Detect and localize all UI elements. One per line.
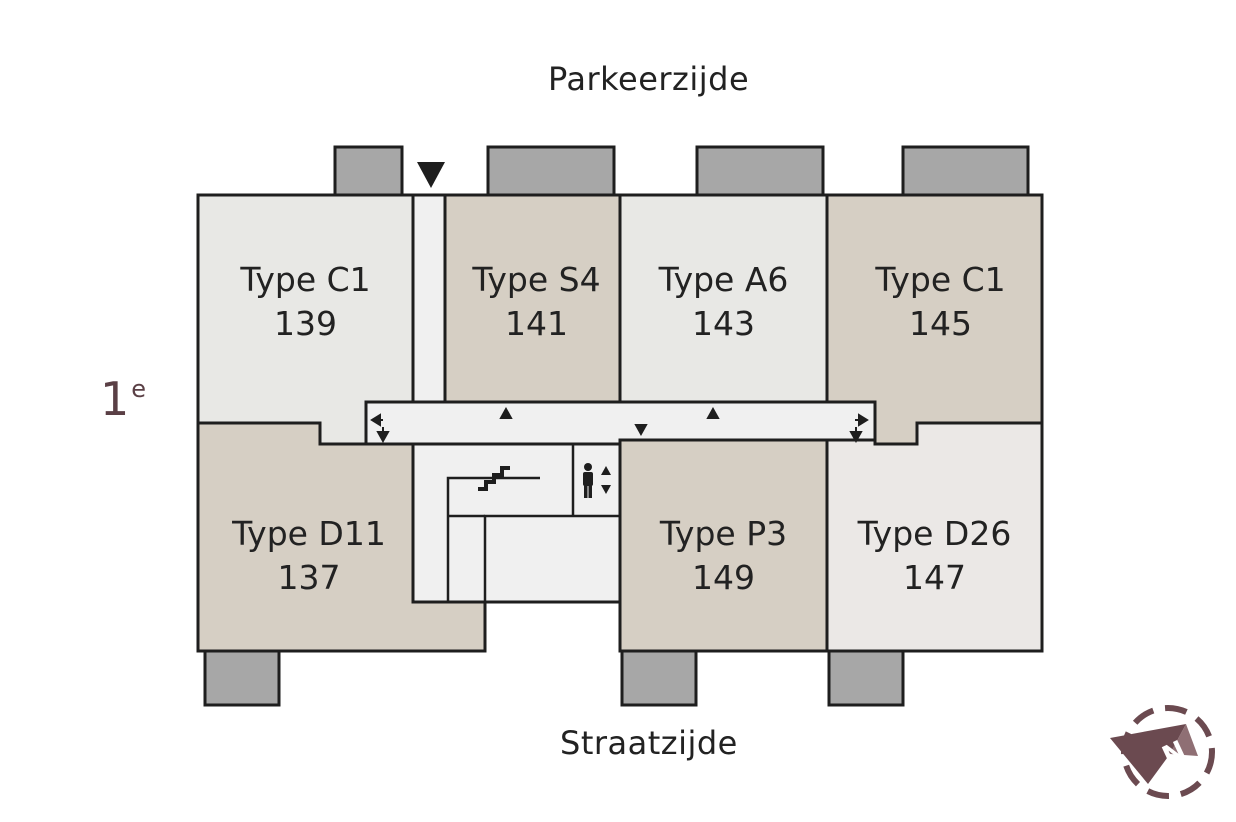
unit-type: Type C1: [875, 260, 1006, 299]
entrance-arrow-icon: [417, 162, 445, 188]
corridor-arrows-icon: [370, 406, 869, 444]
elevator-icon: [583, 463, 611, 498]
unit-number: 139: [274, 304, 337, 343]
unit-type: Type A6: [658, 260, 789, 299]
unit-type: Type D26: [857, 514, 1012, 553]
unit-label-143: Type A6 143: [620, 258, 827, 346]
floor-suffix: e: [131, 375, 147, 403]
balcony-147: [827, 649, 905, 707]
top-side-label: Parkeerzijde: [548, 60, 750, 98]
balcony-145: [901, 145, 1030, 197]
bottom-side-label: Straatzijde: [560, 724, 738, 762]
unit-label-139: Type C1 139: [198, 258, 413, 346]
unit-141: [443, 193, 622, 404]
balcony-139: [333, 145, 404, 197]
entrance-corridor: [411, 193, 447, 404]
unit-label-141: Type S4 141: [445, 258, 628, 346]
unit-number: 145: [909, 304, 972, 343]
unit-number: 149: [692, 558, 755, 597]
balcony-149: [620, 649, 698, 707]
unit-type: Type C1: [240, 260, 371, 299]
unit-149: [618, 438, 829, 653]
floor-label: 1e: [100, 372, 146, 426]
balcony-137: [203, 649, 281, 707]
unit-number: 137: [277, 558, 341, 597]
balcony-141: [486, 145, 616, 197]
unit-type: Type S4: [472, 260, 601, 299]
main-corridor: [364, 400, 877, 446]
unit-number: 147: [903, 558, 966, 597]
unit-label-149: Type P3 149: [620, 512, 827, 600]
unit-147: [825, 421, 1044, 653]
floor-number: 1: [100, 372, 130, 426]
unit-label-137: Type D11 137: [198, 512, 420, 600]
stairs-icon: [478, 466, 510, 491]
unit-type: Type P3: [659, 514, 788, 553]
balcony-143: [695, 145, 825, 197]
unit-number: 143: [692, 304, 755, 343]
compass-icon: N: [1110, 705, 1215, 799]
unit-label-147: Type D26 147: [827, 512, 1042, 600]
unit-type: Type D11: [232, 514, 386, 553]
unit-number: 141: [505, 304, 568, 343]
unit-label-145: Type C1 145: [833, 258, 1048, 346]
